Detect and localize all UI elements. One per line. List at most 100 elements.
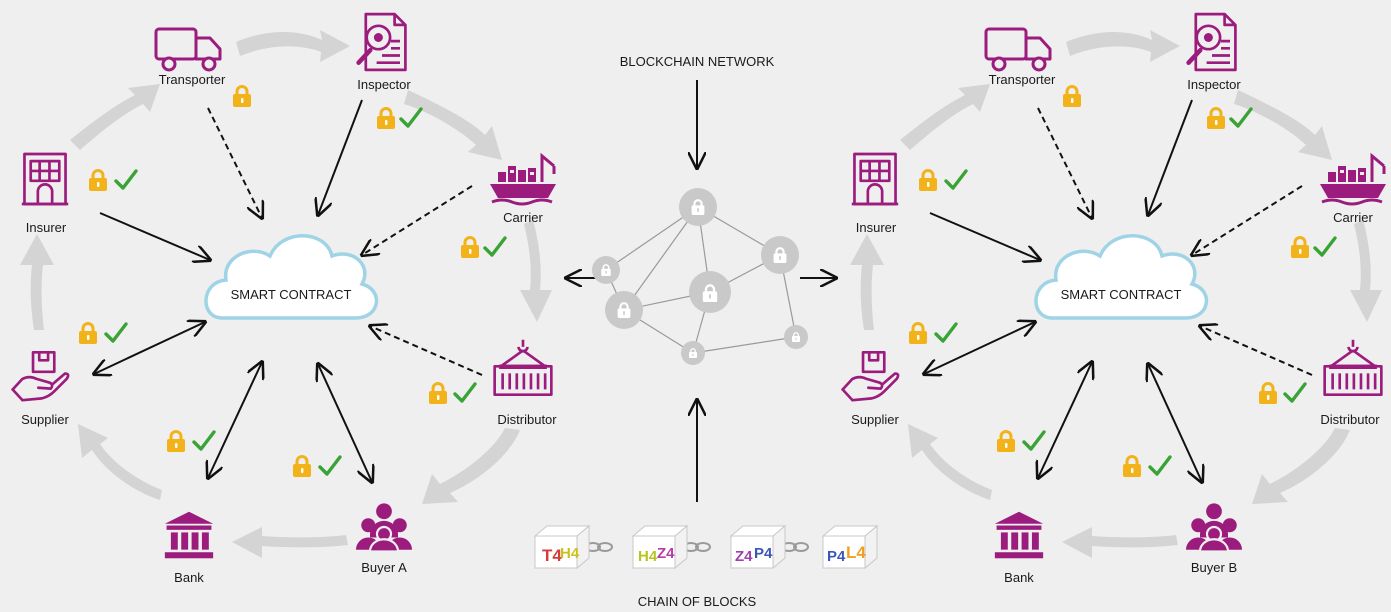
left-supplier-connector (94, 322, 205, 374)
right-buyer-label: Buyer B (1191, 560, 1237, 575)
left-carrier-lock-icon (460, 236, 480, 258)
right-distributor-label: Distributor (1320, 412, 1380, 427)
right-supplier-icon (841, 350, 900, 402)
right-distributor-connector (1200, 326, 1313, 376)
left-smart-contract-cloud: SMART CONTRACT (204, 234, 379, 320)
left-distributor-check-icon (453, 382, 477, 403)
left-carrier-connector (362, 185, 473, 255)
right-buyer-icon (1186, 502, 1242, 552)
right-insurer-check-icon (944, 169, 968, 190)
right-transporter-connector (1037, 107, 1092, 218)
right-supplier-label: Supplier (851, 412, 899, 427)
block-label: P4 (754, 545, 773, 562)
left-insurer-label: Insurer (26, 220, 67, 235)
right-supplier-check-icon (934, 322, 958, 343)
left-transporter-label: Transporter (159, 72, 226, 87)
right-supplier-lock-icon (908, 322, 928, 344)
chain-of-blocks: T4 H4 H4 Z4 Z4 P4 P4 L4 CHAIN OF BLOCKS (533, 524, 879, 609)
right-buyer-check-icon (1148, 455, 1172, 476)
right-bank-connector (1038, 362, 1092, 478)
right-smart-contract-label: SMART CONTRACT (1061, 287, 1182, 302)
left-inspector-icon (359, 14, 406, 70)
block-cube-2: H4 Z4 (631, 524, 689, 570)
right-inspector-lock-icon (1206, 107, 1226, 129)
right-buyer-lock-icon (1122, 455, 1142, 477)
left-bank-check-icon (192, 430, 216, 451)
left-inspector-lock-icon (376, 107, 396, 129)
right-inspector-icon (1189, 14, 1236, 70)
left-buyer-label: Buyer A (361, 560, 407, 575)
right-supplier-connector (924, 322, 1035, 374)
right-insurer-connector (929, 212, 1040, 260)
right-bank-label: Bank (1004, 570, 1034, 585)
block-label: Z4 (735, 548, 753, 565)
right-smart-contract-cloud: SMART CONTRACT (1034, 234, 1209, 320)
left-bank-icon (164, 511, 214, 559)
right-bank-lock-icon (996, 430, 1016, 452)
block-label: T4 (542, 546, 562, 565)
right-carrier-label: Carrier (1333, 210, 1373, 225)
right-carrier-connector (1192, 185, 1303, 255)
left-buyer-connector (318, 364, 372, 482)
left-supplier-lock-icon (78, 322, 98, 344)
right-buyer-connector (1148, 364, 1202, 482)
right-carrier-lock-icon (1290, 236, 1310, 258)
block-label: Z4 (657, 545, 675, 562)
right-inspector-label: Inspector (1187, 77, 1241, 92)
left-inspector-check-icon (399, 107, 423, 128)
right-contract-connectors (924, 99, 1313, 482)
left-carrier-icon (488, 154, 558, 206)
network-label: BLOCKCHAIN NETWORK (620, 54, 775, 69)
left-bank-connector (208, 362, 262, 478)
left-transporter-icon (154, 27, 222, 72)
left-distributor-label: Distributor (497, 412, 557, 427)
right-insurer-label: Insurer (856, 220, 897, 235)
right-inspector-connector (1148, 99, 1193, 215)
block-label: L4 (846, 543, 866, 562)
right-bank-check-icon (1022, 430, 1046, 451)
block-label: H4 (560, 545, 580, 562)
left-buyer-icon (356, 502, 412, 552)
right-carrier-check-icon (1313, 236, 1337, 257)
left-inspector-connector (318, 99, 363, 215)
left-insurer-icon (20, 152, 70, 206)
left-transporter-lock-icon (232, 85, 252, 107)
left-distributor-lock-icon (428, 382, 448, 404)
chain-label: CHAIN OF BLOCKS (638, 594, 757, 609)
right-supply-chain: SMART CONTRACT Transporter Inspector Car… (841, 14, 1388, 585)
left-contract-connectors (94, 99, 483, 482)
left-transporter-connector (207, 107, 262, 218)
right-transporter-label: Transporter (989, 72, 1056, 87)
left-distributor-connector (370, 326, 483, 376)
right-insurer-lock-icon (918, 169, 938, 191)
block-cube-1: T4 H4 (533, 524, 591, 570)
blockchain-network: BLOCKCHAIN NETWORK (566, 54, 836, 502)
block-label: P4 (827, 548, 846, 565)
left-bank-label: Bank (174, 570, 204, 585)
block-cube-4: P4 L4 (821, 524, 879, 570)
right-transporter-lock-icon (1062, 85, 1082, 107)
left-supplier-check-icon (104, 322, 128, 343)
right-transporter-icon (984, 27, 1052, 72)
left-carrier-label: Carrier (503, 210, 543, 225)
right-distributor-check-icon (1283, 382, 1307, 403)
left-buyer-lock-icon (292, 455, 312, 477)
right-inspector-check-icon (1229, 107, 1253, 128)
left-inspector-label: Inspector (357, 77, 411, 92)
left-carrier-check-icon (483, 236, 507, 257)
block-cube-3: Z4 P4 (729, 524, 787, 570)
left-supplier-icon (11, 350, 70, 402)
right-carrier-icon (1318, 154, 1388, 206)
right-insurer-icon (850, 152, 900, 206)
right-bank-icon (994, 511, 1044, 559)
right-distributor-lock-icon (1258, 382, 1278, 404)
right-distributor-icon (1323, 338, 1383, 397)
left-bank-lock-icon (166, 430, 186, 452)
left-insurer-connector (99, 212, 210, 260)
block-label: H4 (638, 548, 658, 565)
left-smart-contract-label: SMART CONTRACT (231, 287, 352, 302)
left-supplier-label: Supplier (21, 412, 69, 427)
left-insurer-check-icon (114, 169, 138, 190)
left-supply-chain: SMART CONTRACT Transporter Inspector Car… (11, 14, 558, 585)
